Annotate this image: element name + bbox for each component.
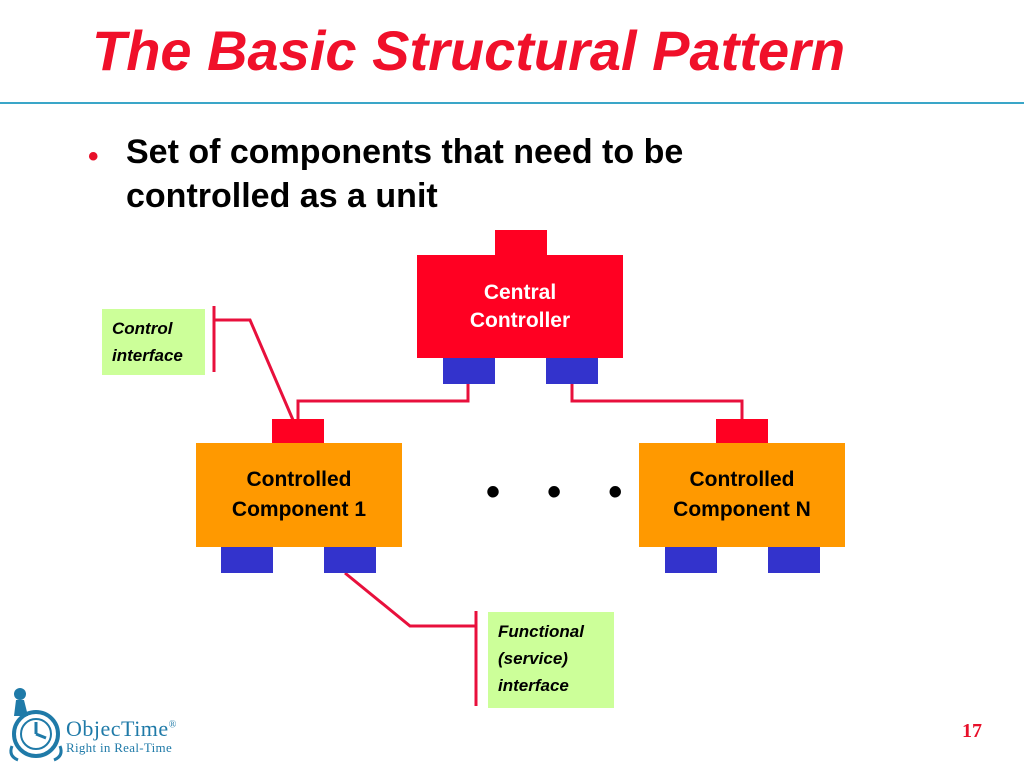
control-callout-pointer <box>214 318 295 421</box>
component-n-control-port <box>716 419 768 444</box>
component-n-port-right <box>768 547 820 573</box>
functional-callout-line1: Functional <box>498 622 584 641</box>
controlled-component-1-box: Controlled Component 1 <box>196 443 402 547</box>
functional-callout-pointer <box>344 571 476 628</box>
component-1-label-line1: Controlled <box>246 468 352 491</box>
component-1-port-right <box>324 547 376 573</box>
functional-interface-callout: Functional (service) interface <box>488 612 614 708</box>
wire-controller-to-component-n <box>570 383 744 419</box>
component-1-port-left <box>221 547 273 573</box>
controlled-component-n-box: Controlled Component N <box>639 443 845 547</box>
functional-callout-line3: interface <box>498 676 569 695</box>
component-n-label-line1: Controlled <box>689 468 795 491</box>
controller-control-port <box>495 230 547 256</box>
central-controller-label-line1: Central <box>483 280 557 304</box>
logo-tagline: Right in Real-Time <box>66 740 173 755</box>
central-controller-label-line2: Controller <box>469 308 571 332</box>
component-1-label-line2: Component 1 <box>231 498 367 521</box>
control-callout-line1: Control <box>112 319 173 338</box>
bullet-text: Set of components that need to be contro… <box>126 133 684 215</box>
slide-title: The Basic Structural Pattern <box>92 19 846 82</box>
objectime-logo-text: ObjecTime® Right in Real-Time <box>66 716 177 756</box>
logo-name: ObjecTime <box>66 716 169 741</box>
control-interface-callout: Control interface <box>102 309 205 375</box>
wire-controller-to-component-1 <box>296 383 470 419</box>
component-n-port-left <box>665 547 717 573</box>
central-controller-box: Central Controller <box>417 255 623 358</box>
component-n-label-line2: Component N <box>673 498 811 521</box>
logo-registered: ® <box>168 719 177 731</box>
component-1-control-port <box>272 419 324 444</box>
control-callout-line2: interface <box>112 346 183 365</box>
ellipsis: • • • <box>486 470 641 514</box>
page-number: 17 <box>962 720 982 742</box>
controller-port-right <box>546 358 598 384</box>
title-divider <box>0 102 1024 104</box>
objectime-logo-icon <box>9 688 63 762</box>
functional-callout-line2: (service) <box>498 649 568 668</box>
controller-port-left <box>443 358 495 384</box>
bullet-marker: • <box>88 140 99 173</box>
